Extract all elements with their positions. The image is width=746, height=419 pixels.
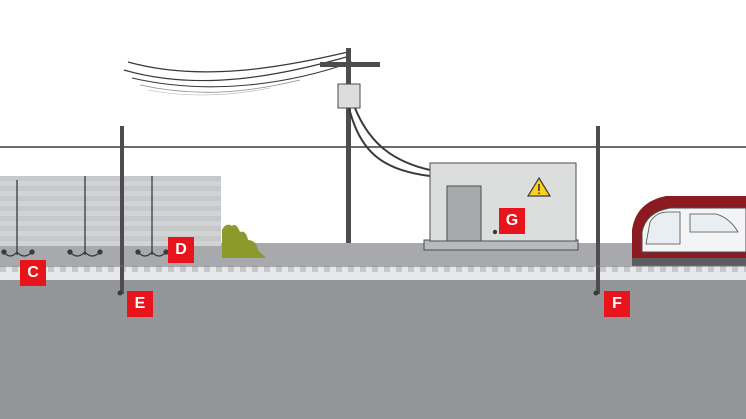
overhead-supply-wires (123, 51, 353, 96)
utility-pole (320, 48, 380, 244)
supply-cables (348, 107, 431, 177)
marker-e: E (127, 291, 153, 317)
marker-f: F (604, 291, 630, 317)
warning-triangle-icon (526, 176, 552, 197)
building-siding (0, 176, 221, 246)
catenary-mast-left (117, 126, 124, 296)
substation (423, 162, 579, 251)
substation-door (446, 185, 482, 242)
marker-c: C (20, 260, 46, 286)
earthing-conductors (1, 176, 169, 257)
track-bed-light (0, 265, 746, 280)
marker-g: G (499, 208, 525, 234)
shrub (222, 224, 266, 258)
train (632, 196, 746, 266)
marker-d: D (168, 237, 194, 263)
catenary-mast-right (593, 126, 600, 296)
ground (0, 280, 746, 419)
